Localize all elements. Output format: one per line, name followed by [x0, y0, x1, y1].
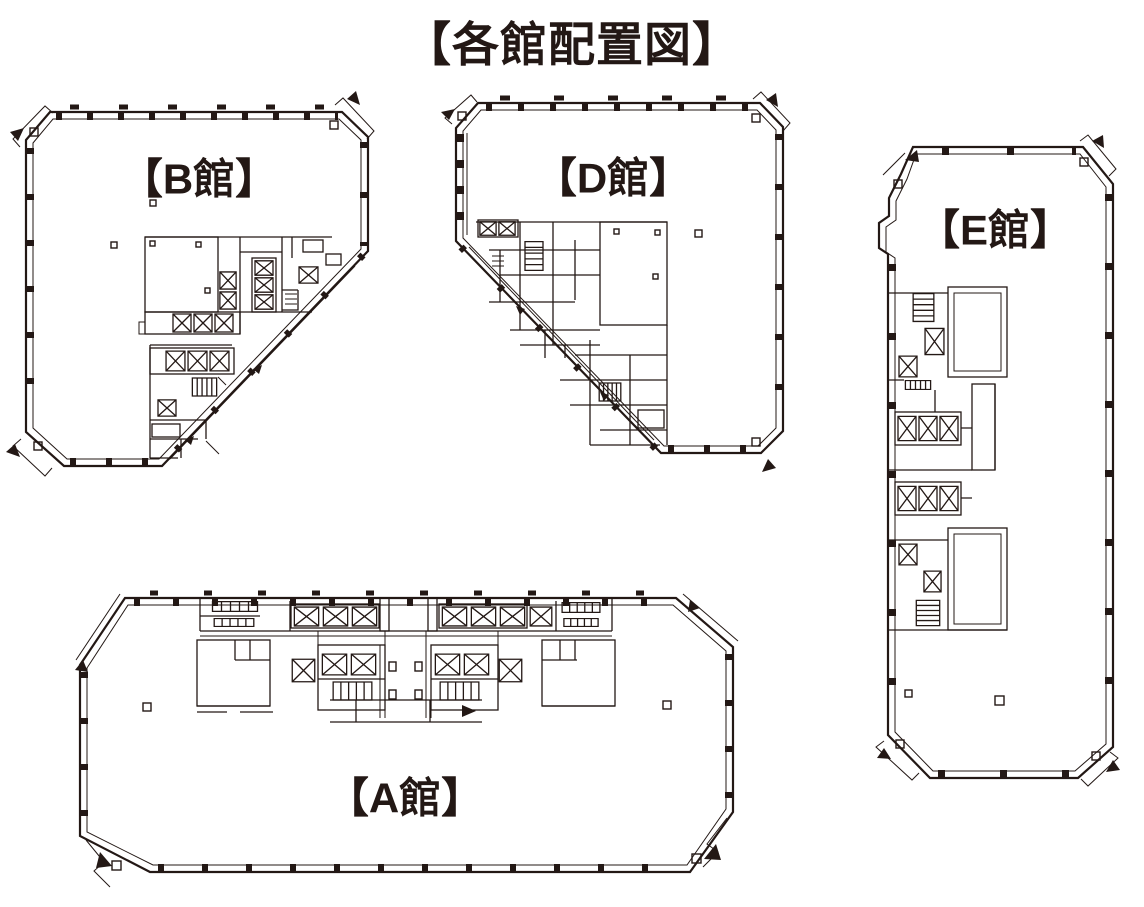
stair	[915, 599, 941, 627]
elevator-bank-right	[441, 606, 553, 627]
building-d-plan	[441, 91, 791, 472]
building-e-free-columns	[904, 689, 1005, 706]
page-title: 【各館配置図】	[404, 18, 740, 71]
building-e-corner-details	[875, 134, 1120, 787]
building-b-corner-details	[6, 91, 375, 477]
stair	[525, 242, 543, 271]
building-b-column-ticks	[25, 104, 369, 467]
building-a-free-columns	[142, 700, 672, 712]
building-d-label: 【D館】	[534, 154, 692, 202]
elevator-bank-upper	[897, 415, 959, 442]
elevator-bank-lower	[897, 485, 959, 512]
elevator-shafts	[219, 271, 237, 310]
building-a-plan	[75, 590, 739, 888]
building-b-free-columns	[110, 199, 157, 249]
building-d-core	[476, 219, 668, 446]
building-a-corner-details	[75, 600, 728, 888]
building-e-core	[888, 286, 1008, 631]
building-a-column-ticks	[79, 590, 734, 873]
building-d-column-ticks	[455, 95, 784, 454]
building-e-label: 【E館】	[917, 206, 1073, 254]
building-b-plan	[6, 91, 375, 477]
building-e-plan	[875, 134, 1120, 787]
building-d-free-columns	[694, 229, 703, 238]
stair	[440, 682, 479, 700]
building-b-label: 【B館】	[120, 155, 278, 203]
stair	[333, 682, 372, 700]
building-a-core	[196, 597, 616, 723]
elevator-bank-left	[293, 606, 378, 627]
building-a-label: 【A館】	[326, 774, 484, 822]
stair	[913, 294, 934, 322]
building-b-outline	[24, 110, 370, 468]
stair	[191, 377, 218, 397]
building-b-core	[138, 236, 342, 459]
building-e-column-ticks	[887, 146, 1114, 779]
